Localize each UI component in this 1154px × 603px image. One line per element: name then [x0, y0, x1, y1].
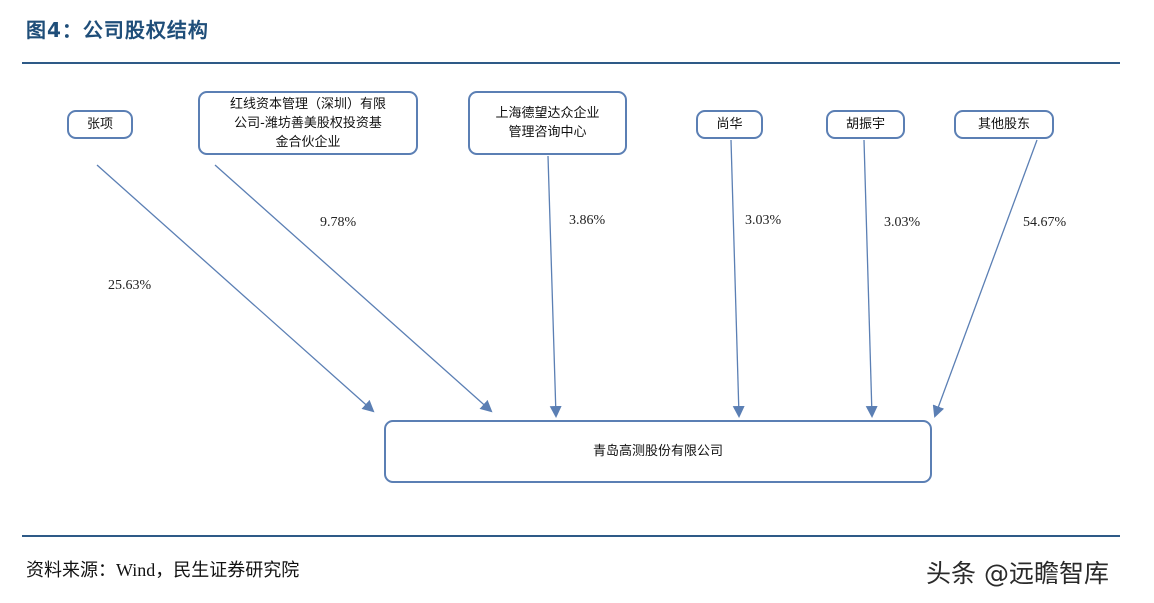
percent-label-hu-zhenyu: 3.03% [884, 215, 921, 230]
top-divider [22, 62, 1120, 64]
figure-title: 图4：公司股权结构 [26, 18, 209, 42]
percent-label-shanghai-dewang: 3.86% [569, 213, 606, 228]
watermark-text: 头条 @远瞻智库 [926, 559, 1109, 588]
arrow-shareholder-4 [730, 139, 745, 418]
percent-label-shang-hua: 3.03% [745, 213, 782, 228]
bottom-divider [22, 535, 1120, 537]
arrow-shareholder-6 [932, 139, 1038, 418]
percent-label-other: 54.67% [1023, 215, 1067, 230]
shareholder-box-zhang-xiang: 张项 [67, 110, 133, 139]
arrow-shareholder-1 [96, 164, 375, 413]
source-note: 资料来源：Wind，民生证券研究院 [26, 560, 300, 580]
percent-label-zhang-xiang: 25.63% [108, 278, 152, 293]
company-box: 青岛高测股份有限公司 [384, 420, 932, 483]
shareholder-box-hongxian-capital: 红线资本管理（深圳）有限 公司-潍坊善美股权投资基 金合伙企业 [198, 91, 418, 155]
arrow-shareholder-2 [214, 164, 493, 413]
arrow-shareholder-5 [863, 139, 878, 418]
shareholder-box-hu-zhenyu: 胡振宇 [826, 110, 905, 139]
arrow-shareholder-3 [547, 155, 562, 418]
shareholder-box-shanghai-dewang: 上海德望达众企业 管理咨询中心 [468, 91, 627, 155]
shareholder-box-shang-hua: 尚华 [696, 110, 763, 139]
shareholder-box-other: 其他股东 [954, 110, 1054, 139]
percent-label-hongxian-capital: 9.78% [320, 215, 357, 230]
